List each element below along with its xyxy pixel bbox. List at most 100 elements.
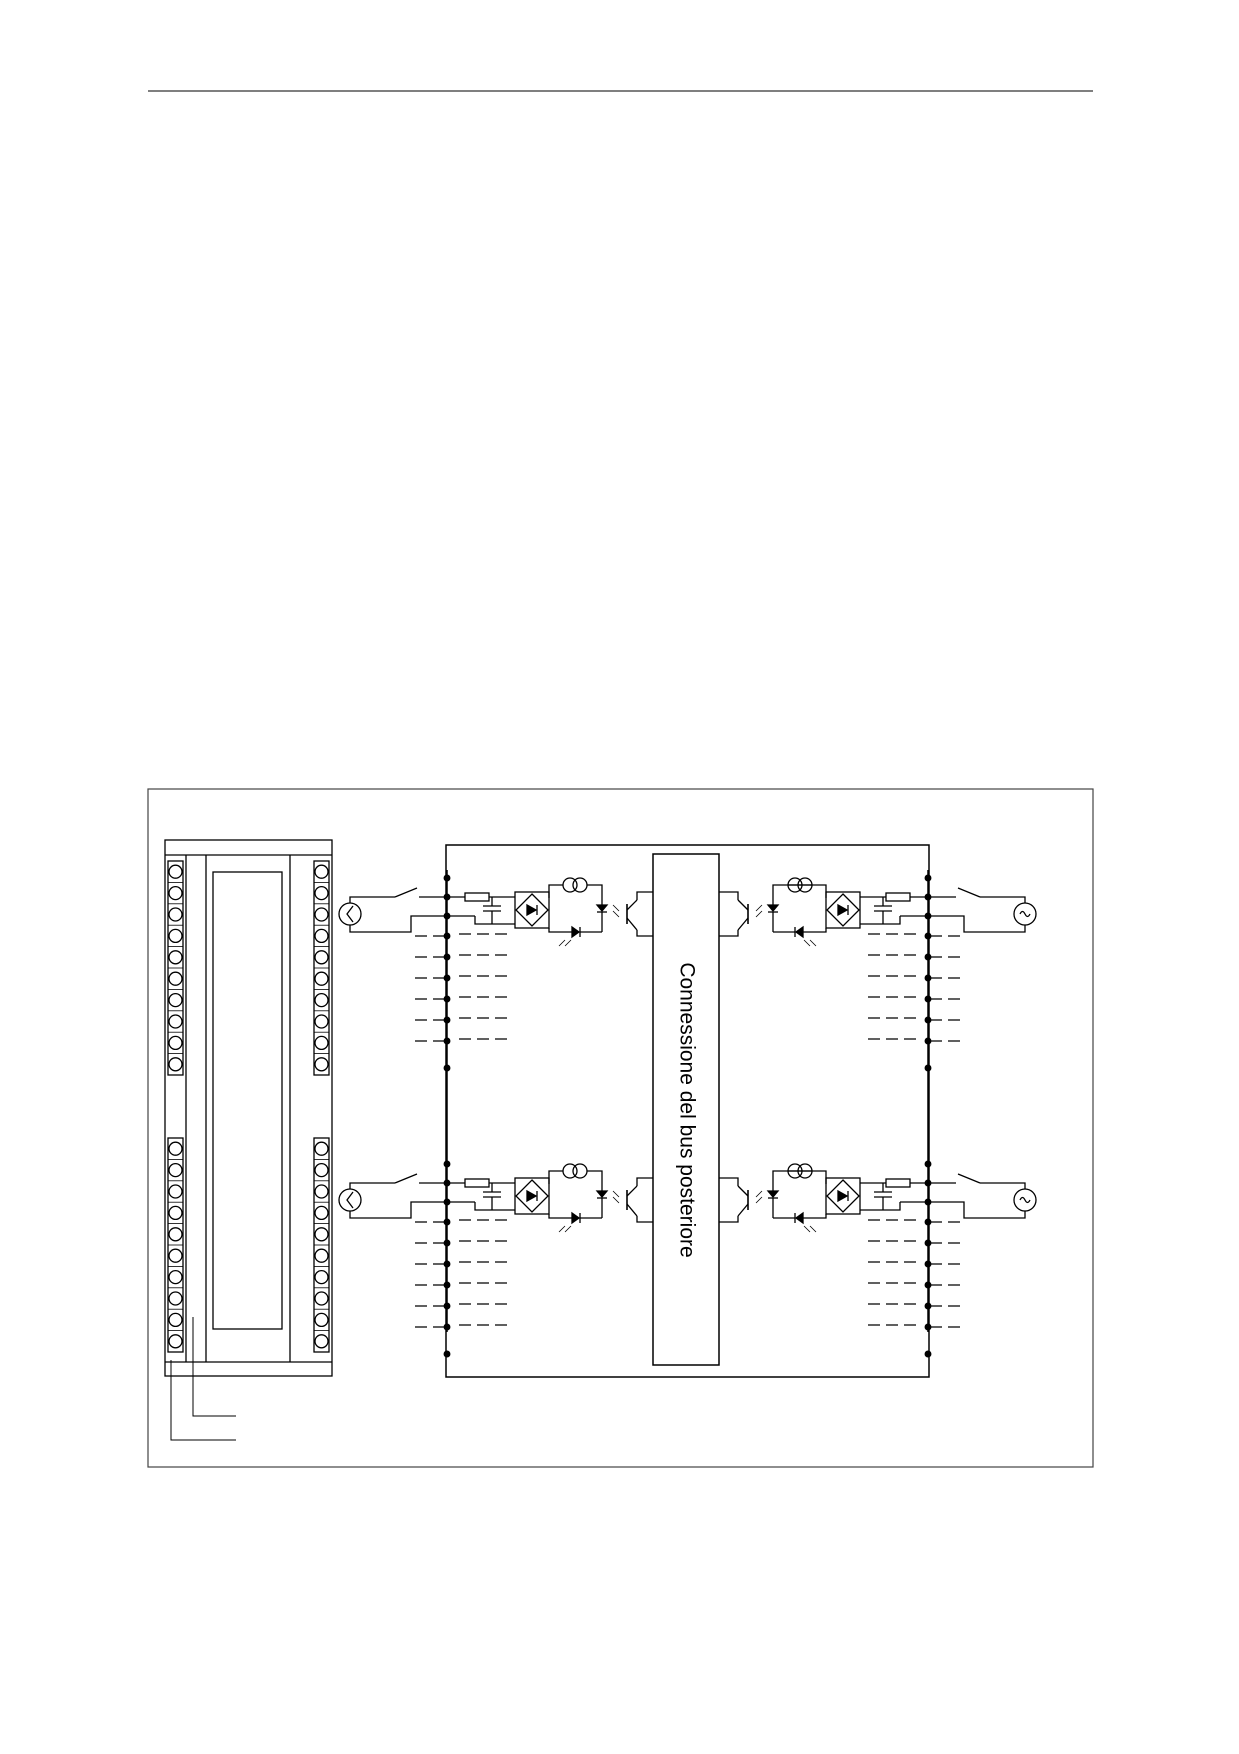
terminal-screw	[314, 1035, 329, 1051]
input-channels	[338, 874, 1037, 1358]
junction-dot	[924, 1016, 932, 1024]
terminal-screw	[168, 885, 183, 901]
terminal-screw	[314, 1057, 329, 1072]
dc-source-icon	[338, 1188, 362, 1212]
led-icon	[595, 904, 609, 913]
resistor-icon	[885, 892, 911, 902]
light-arrow-icon	[564, 939, 572, 947]
source-wire-top	[980, 1182, 1026, 1189]
light-arrow-icon	[755, 904, 763, 912]
junction-dot	[443, 1302, 451, 1310]
bus-wire	[719, 891, 739, 900]
wire	[474, 1202, 515, 1211]
light-arrow-icon	[755, 1190, 763, 1198]
light-arrow-icon	[612, 910, 620, 918]
terminal-screw	[314, 1141, 329, 1156]
light-arrow-icon	[612, 1190, 620, 1198]
diode-icon	[837, 903, 849, 917]
led-icon	[794, 925, 804, 939]
light-arrow-icon	[755, 1196, 763, 1204]
wire	[803, 928, 827, 933]
junction-dot	[443, 1037, 451, 1045]
junction-dot	[924, 1323, 932, 1331]
resistor-icon	[464, 892, 490, 902]
bus-wire	[719, 930, 739, 937]
terminal-screw	[314, 928, 329, 944]
input-channel-right	[719, 874, 1037, 1072]
phototransistor-emitter	[737, 1203, 749, 1217]
light-arrow-icon	[612, 1196, 620, 1204]
source-glyph	[1019, 1196, 1031, 1204]
terminal-screw	[168, 1035, 183, 1051]
source-wire-bottom	[349, 1201, 447, 1219]
backplane-bus-box	[652, 853, 720, 1366]
current-source-icon	[572, 877, 588, 893]
module-outline	[164, 839, 333, 1377]
junction-dot	[924, 1302, 932, 1310]
wire	[587, 884, 603, 910]
wire	[772, 884, 812, 910]
leader-line-2	[170, 1360, 236, 1441]
backplane-bus-label: Connessione del bus posteriore	[675, 962, 698, 1257]
led-icon	[766, 1190, 780, 1199]
wire	[860, 916, 901, 925]
junction-dot	[443, 1239, 451, 1247]
led-icon	[571, 925, 581, 939]
source-glyph	[346, 1191, 354, 1209]
junction-dot	[443, 1064, 451, 1072]
wire	[474, 916, 515, 925]
bus-wire	[636, 1216, 653, 1223]
terminal-screw	[168, 1312, 183, 1328]
led-icon	[571, 1211, 581, 1225]
source-wire-bottom	[928, 1201, 1026, 1219]
rectifier-bridge-icon	[515, 893, 549, 927]
light-arrow-icon	[558, 939, 566, 947]
terminal-screw	[314, 1291, 329, 1306]
light-arrow-icon	[803, 939, 811, 947]
bus-wire	[719, 1177, 739, 1186]
terminal-screw	[314, 1014, 329, 1029]
switch-contact	[957, 1173, 981, 1184]
wire	[548, 928, 572, 933]
bus-wire	[636, 891, 653, 900]
terminal-screw	[314, 1269, 329, 1285]
schematic-outline	[445, 844, 930, 1378]
rectifier-box	[514, 891, 550, 929]
terminal-screw	[314, 950, 329, 965]
junction-dot	[924, 1037, 932, 1045]
wire	[587, 1170, 603, 1196]
junction-dot	[924, 1160, 932, 1168]
rectifier-box	[825, 1177, 861, 1215]
terminal-screw	[168, 928, 183, 944]
bus-wire	[636, 1177, 653, 1186]
led-icon	[794, 1211, 804, 1225]
light-arrow-icon	[558, 1225, 566, 1233]
diode-icon	[526, 903, 538, 917]
light-arrow-icon	[803, 1225, 811, 1233]
switch-contact	[394, 1173, 418, 1184]
junction-dot	[443, 995, 451, 1003]
terminal-screw	[168, 1334, 183, 1349]
wire	[548, 1170, 563, 1184]
switch-contact	[394, 887, 418, 898]
terminal-screw	[168, 1248, 183, 1263]
input-channel-right	[719, 1160, 1037, 1358]
phototransistor-collector	[737, 1185, 749, 1197]
wire	[548, 1214, 572, 1219]
terminal-screw	[314, 1248, 329, 1263]
rectifier-box	[514, 1177, 550, 1215]
terminal-screw	[168, 992, 183, 1008]
light-arrow-icon	[809, 1225, 817, 1233]
figure-frame	[147, 788, 1094, 1468]
wire	[548, 884, 563, 898]
terminal-screw	[168, 1014, 183, 1029]
source-glyph	[1019, 910, 1031, 918]
input-channel-left	[338, 1160, 653, 1358]
leader-line-1	[192, 1317, 236, 1417]
light-arrow-icon	[809, 939, 817, 947]
source-wire-top	[980, 896, 1026, 903]
terminal-screw	[168, 1269, 183, 1285]
terminal-screw	[168, 950, 183, 965]
phototransistor-emitter	[626, 1203, 638, 1217]
label-strip	[212, 871, 283, 1330]
